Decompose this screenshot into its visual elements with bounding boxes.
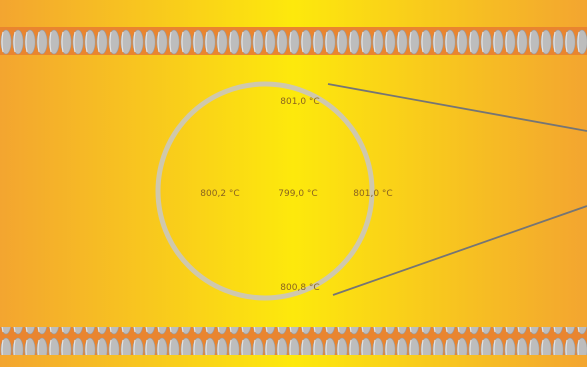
temp-reading-bottom: 800,8 °C [280,283,319,293]
top-coil-turns-icon [0,27,587,55]
temp-reading-right: 801,0 °C [353,189,392,199]
temp-reading-center: 799,0 °C [278,189,317,199]
temp-reading-top: 801,0 °C [280,97,319,107]
bottom-coil-band [0,327,587,355]
temp-reading-left: 800,2 °C [200,189,239,199]
bottom-coil-turns-icon [0,327,587,355]
top-coil-band [0,27,587,55]
